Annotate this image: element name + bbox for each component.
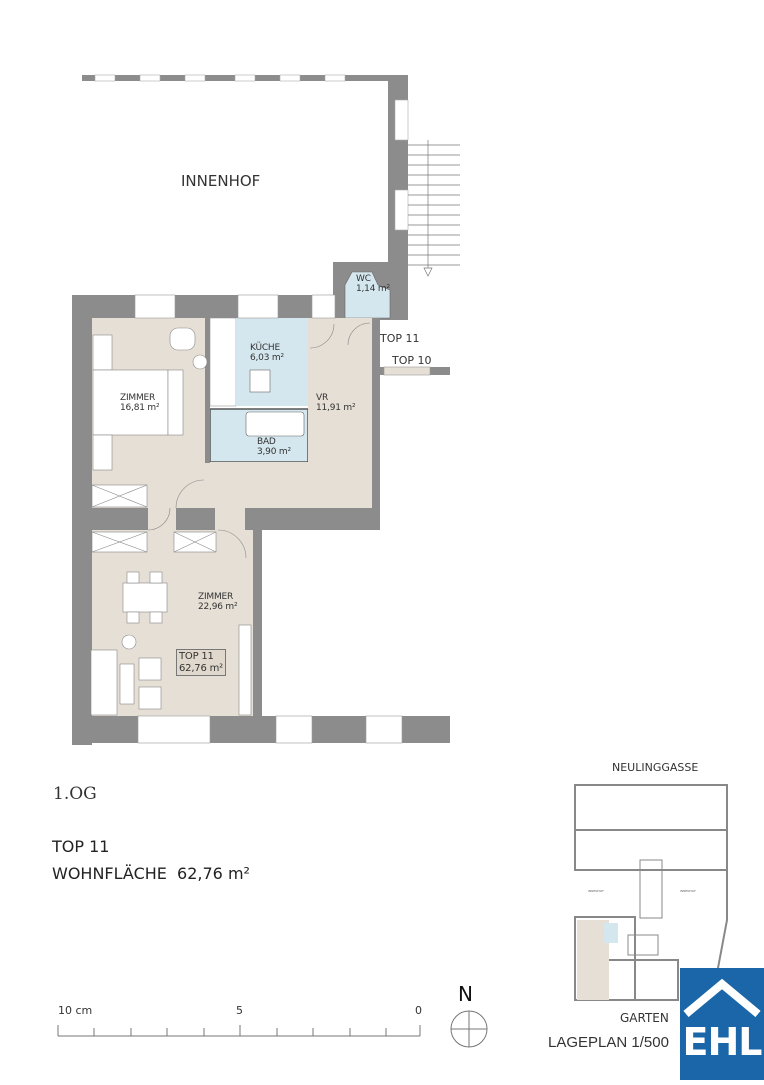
staircase <box>408 140 460 277</box>
door-passage <box>215 508 245 530</box>
room-vr <box>308 318 372 508</box>
scale-label-mid: 5 <box>236 1004 243 1017</box>
windows <box>134 294 431 744</box>
scale-bar <box>57 1025 421 1037</box>
unit-label: TOP 11 <box>52 837 110 856</box>
stove <box>249 369 271 393</box>
kitchen-counter <box>209 317 237 407</box>
room-zimmer-2 <box>92 530 253 716</box>
door-swings <box>147 322 371 559</box>
site-plan-courtyard-right: INNENHOF <box>680 889 696 893</box>
door-label-top11: TOP 11 <box>380 332 420 345</box>
house-roof-icon <box>683 978 761 1018</box>
scale-label-right: 0 <box>415 1004 422 1017</box>
site-plan-garden: GARTEN <box>620 1011 669 1025</box>
furniture <box>90 327 252 716</box>
logo-text: EHL <box>682 1020 763 1064</box>
floor-label: 1.OG <box>53 784 97 804</box>
ehl-logo: EHL <box>680 968 764 1080</box>
courtyard-label: INNENHOF <box>181 172 261 190</box>
site-plan-street: NEULINGGASSE <box>612 761 699 774</box>
site-plan-title: LAGEPLAN 1/500 <box>548 1034 669 1051</box>
door-label-top10: TOP 10 <box>392 354 432 367</box>
courtyard-windows <box>94 74 409 231</box>
room-kueche <box>236 318 308 406</box>
site-plan-unit-wet <box>604 923 618 943</box>
site-plan-unit <box>577 920 609 1000</box>
door-passage <box>148 508 176 530</box>
site-plan-courtyard-left: INNENHOF <box>588 889 604 893</box>
corridor <box>207 462 308 508</box>
scale-label-left: 10 cm <box>58 1004 93 1017</box>
north-compass <box>450 1010 488 1048</box>
north-label: N <box>458 982 473 1006</box>
bathtub <box>245 411 305 437</box>
living-area: WOHNFLÄCHE 62,76 m² <box>52 864 250 883</box>
